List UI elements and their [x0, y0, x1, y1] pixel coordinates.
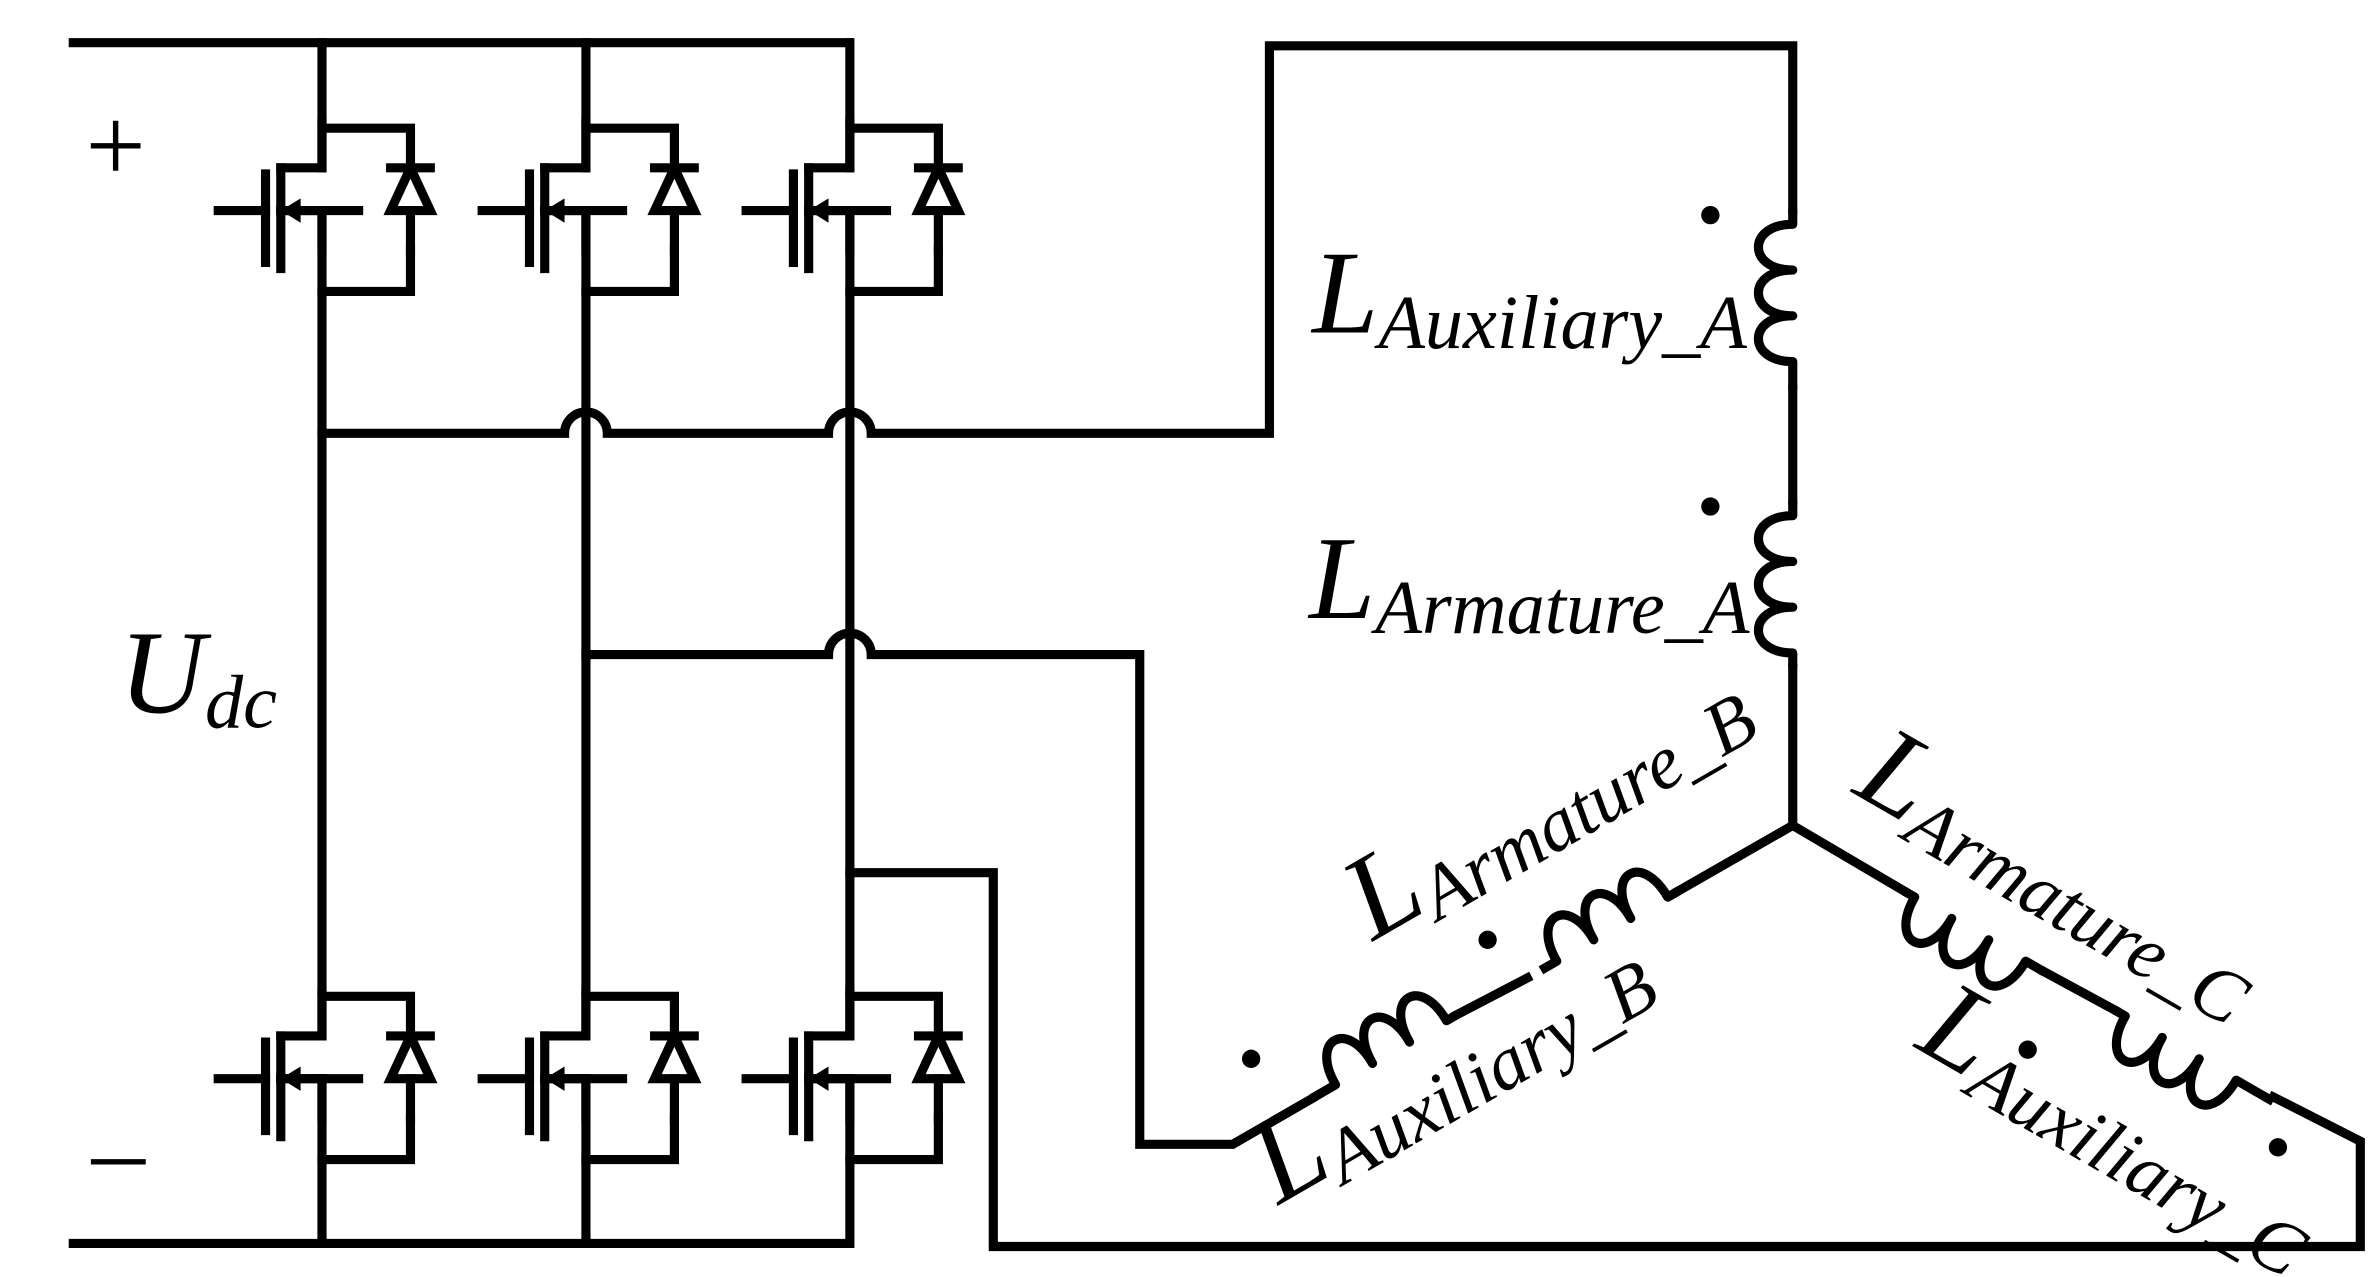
- inductor-auxiliary-c: [2111, 1006, 2276, 1110]
- label-armature-b: LArmature_B: [1318, 629, 1770, 970]
- switch-b-lower: [482, 990, 694, 1159]
- switch-c-upper: [746, 122, 958, 291]
- polarity-dot-aux-c: [2018, 1040, 2037, 1059]
- dc-voltage-label: Udc: [119, 606, 277, 744]
- polarity-dot-aux-b: [1241, 1049, 1261, 1068]
- label-auxiliary-b: LAuxiliary_B: [1224, 896, 1671, 1234]
- star-to-phase-c-wire: [1786, 819, 1911, 898]
- inductor-armature-c: [1901, 887, 2047, 991]
- star-to-phase-b-wire: [1672, 819, 1799, 898]
- polarity-dot-aux-a: [1701, 205, 1720, 225]
- phase-c-output-wire: [845, 868, 2365, 1252]
- inductor-auxiliary-b: [1309, 991, 1460, 1103]
- polarity-dot-arm-b: [1478, 930, 1497, 949]
- dc-plus-sign: +: [86, 88, 146, 206]
- label-armature-c: LArmature_C: [1833, 699, 2290, 1043]
- polarity-dot-c-end: [2268, 1138, 2288, 1157]
- dc-minus-sign: –: [91, 1093, 147, 1211]
- polarity-dot-arm-a: [1701, 497, 1720, 516]
- switch-a-lower: [218, 990, 430, 1159]
- inductor-armature-b: [1538, 867, 1681, 975]
- label-auxiliary-a: LAuxiliary_A: [1310, 227, 1747, 365]
- switch-b-upper: [482, 122, 694, 291]
- inductor-auxiliary-a: [1753, 209, 1798, 390]
- label-armature-a: LArmature_A: [1307, 512, 1750, 650]
- phase-b-output-wire: [581, 628, 1319, 1149]
- switch-c-lower: [746, 990, 958, 1159]
- phase-a-output-wire: [317, 41, 1798, 438]
- inductor-armature-a: [1753, 500, 1798, 669]
- label-auxiliary-c: LAuxiliary_C: [1895, 954, 2347, 1277]
- switch-a-upper: [218, 122, 430, 291]
